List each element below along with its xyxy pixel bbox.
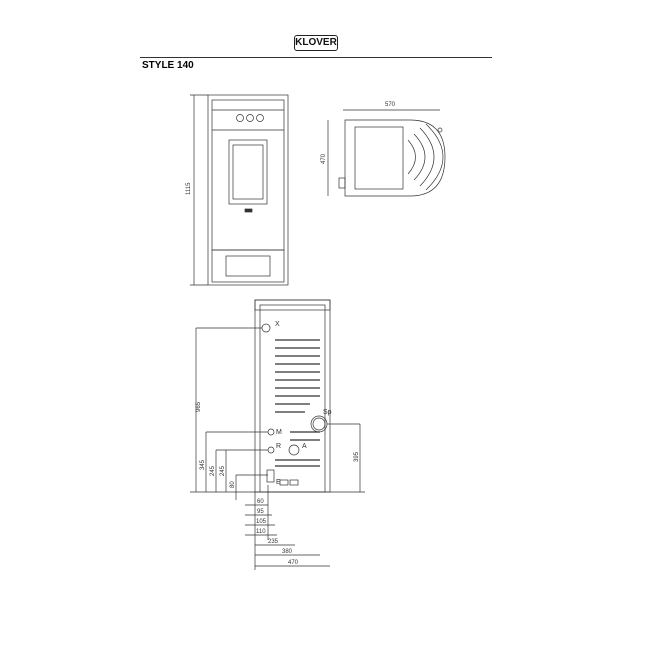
label-r: R bbox=[276, 443, 281, 450]
side-view: X M R A Sp E 965 345 245 245 80 395 60 9… bbox=[190, 299, 365, 570]
label-x: X bbox=[275, 321, 280, 328]
top-view: 570 470 bbox=[321, 102, 446, 197]
label-sp: Sp bbox=[323, 409, 332, 416]
dim-width-label: 570 bbox=[385, 102, 396, 108]
dim-345: 345 bbox=[200, 459, 206, 470]
dim-965: 965 bbox=[196, 401, 202, 412]
dim-380: 380 bbox=[282, 549, 293, 555]
dim-235: 235 bbox=[268, 539, 279, 545]
dim-470: 470 bbox=[288, 560, 299, 566]
dim-80: 80 bbox=[230, 481, 236, 488]
dim-395: 395 bbox=[354, 451, 360, 462]
dim-60: 60 bbox=[257, 499, 264, 505]
dim-95: 95 bbox=[257, 509, 264, 515]
front-view: 1115 bbox=[186, 94, 289, 286]
dim-height-label: 1115 bbox=[186, 182, 192, 195]
dim-depth-label: 470 bbox=[321, 153, 327, 164]
dim-110: 110 bbox=[256, 529, 266, 535]
dim-105: 105 bbox=[256, 519, 267, 525]
klover-logo: KLOVER bbox=[294, 35, 338, 51]
dim-245-b: 245 bbox=[220, 465, 226, 476]
label-e: E bbox=[276, 479, 281, 486]
page-title: STYLE 140 bbox=[142, 60, 194, 71]
label-m: M bbox=[276, 429, 282, 436]
label-a: A bbox=[302, 443, 307, 450]
dim-245-a: 245 bbox=[210, 465, 216, 476]
header-divider bbox=[140, 57, 492, 58]
